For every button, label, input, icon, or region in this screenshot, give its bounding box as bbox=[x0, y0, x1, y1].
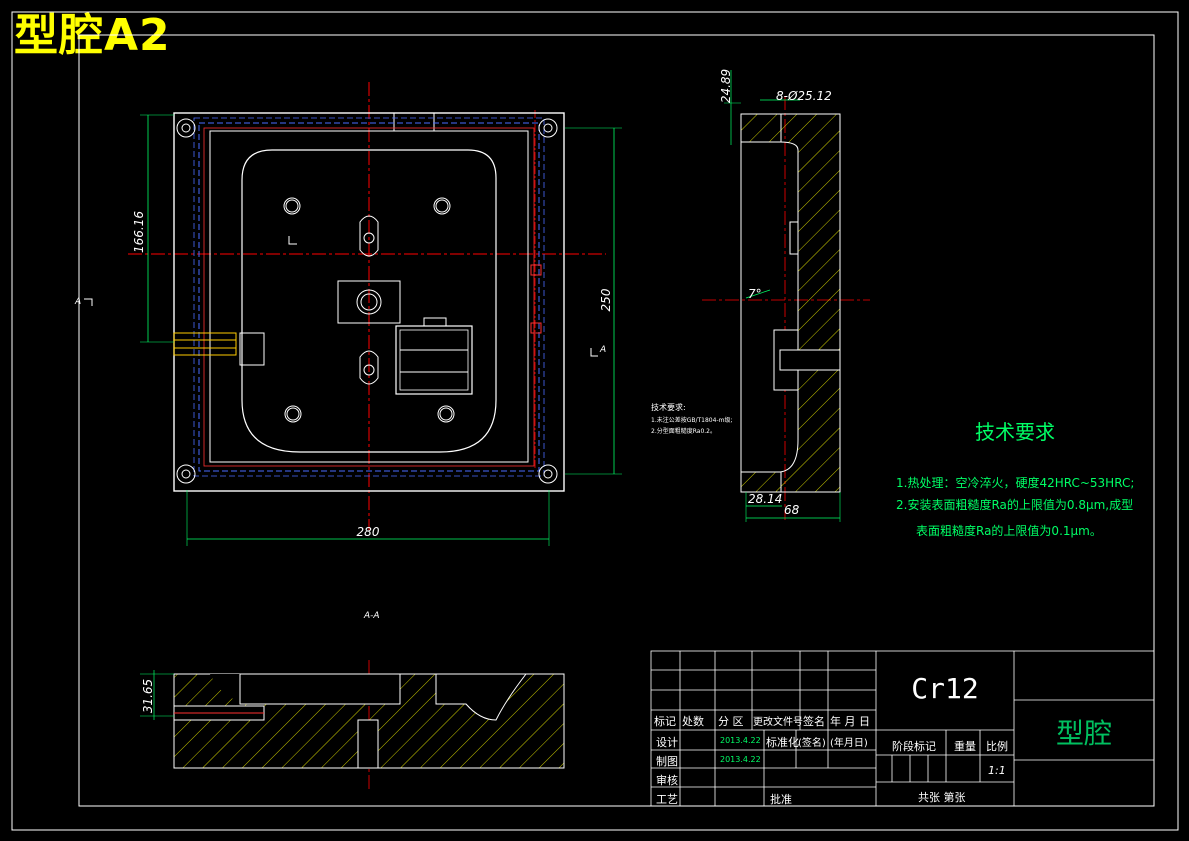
tb-weight: 重量 bbox=[954, 740, 976, 753]
side-view: 24.89 8-Ø25.12 7° 28.14 68 bbox=[702, 69, 870, 522]
tb-draw: 制图 bbox=[656, 755, 678, 768]
dim-250: 250 bbox=[599, 288, 613, 311]
tech-line-1: 1.热处理：空冷淬火，硬度42HRC~53HRC; bbox=[896, 476, 1135, 490]
tb-zone: 分 区 bbox=[718, 715, 744, 728]
small-note-title: 技术要求: bbox=[651, 403, 686, 412]
tb-scale-label: 比例 bbox=[986, 740, 1008, 753]
tb-approve: 批准 bbox=[770, 793, 792, 806]
tb-scale: 1:1 bbox=[988, 764, 1006, 777]
dim-166-16: 166.16 bbox=[132, 211, 146, 253]
tb-date-paren: (年月日) bbox=[830, 738, 868, 749]
tb-design-date: 2013.4.22 bbox=[720, 736, 761, 745]
section-view: A-A 31.65 bbox=[140, 611, 565, 790]
tb-sign: 签名 bbox=[803, 715, 825, 728]
tb-process: 工艺 bbox=[656, 793, 678, 806]
tb-draw-date: 2013.4.22 bbox=[720, 755, 761, 764]
small-note-line1: 1.未注公差按GB/T1804-m级; bbox=[651, 417, 733, 424]
tb-sign-paren: (签名) bbox=[798, 738, 826, 749]
tb-count: 处数 bbox=[682, 715, 704, 728]
dim-68: 68 bbox=[784, 503, 800, 517]
tech-line-2: 2.安装表面粗糙度Ra的上限值为0.8μm,成型 bbox=[896, 498, 1134, 512]
tb-sheets: 共张 第张 bbox=[918, 791, 966, 804]
dim-angle: 7° bbox=[748, 287, 762, 301]
small-note-line2: 2.分型面粗糙度Ra0.2。 bbox=[651, 428, 716, 435]
section-mark-left: A bbox=[74, 297, 81, 307]
section-mark-right: A bbox=[599, 345, 606, 355]
dim-280: 280 bbox=[357, 525, 380, 539]
top-view: 166.16 250 280 A A bbox=[74, 82, 622, 546]
part-name: 型腔 bbox=[1055, 717, 1112, 750]
dim-31-65: 31.65 bbox=[141, 679, 155, 713]
dim-28-14: 28.14 bbox=[748, 492, 782, 506]
tb-mark: 标记 bbox=[654, 715, 676, 728]
material-label: Cr12 bbox=[911, 672, 979, 705]
tb-design: 设计 bbox=[656, 736, 678, 749]
dim-24-89: 24.89 bbox=[719, 69, 733, 103]
tb-review: 审核 bbox=[656, 774, 678, 787]
tech-requirements-title: 技术要求 bbox=[975, 420, 1055, 444]
dim-hole: 8-Ø25.12 bbox=[776, 89, 832, 103]
title-block bbox=[650, 650, 1155, 807]
tb-doc: 更改文件号 bbox=[753, 717, 803, 728]
tb-standard: 标准化 bbox=[766, 736, 799, 749]
tech-line-3: 表面粗糙度Ra的上限值为0.1μm。 bbox=[916, 524, 1102, 538]
section-label: A-A bbox=[363, 611, 380, 621]
tb-date: 年 月 日 bbox=[830, 715, 870, 728]
tb-stage: 阶段标记 bbox=[892, 740, 936, 753]
inner-frame bbox=[78, 34, 1155, 807]
outer-frame bbox=[11, 11, 1179, 831]
